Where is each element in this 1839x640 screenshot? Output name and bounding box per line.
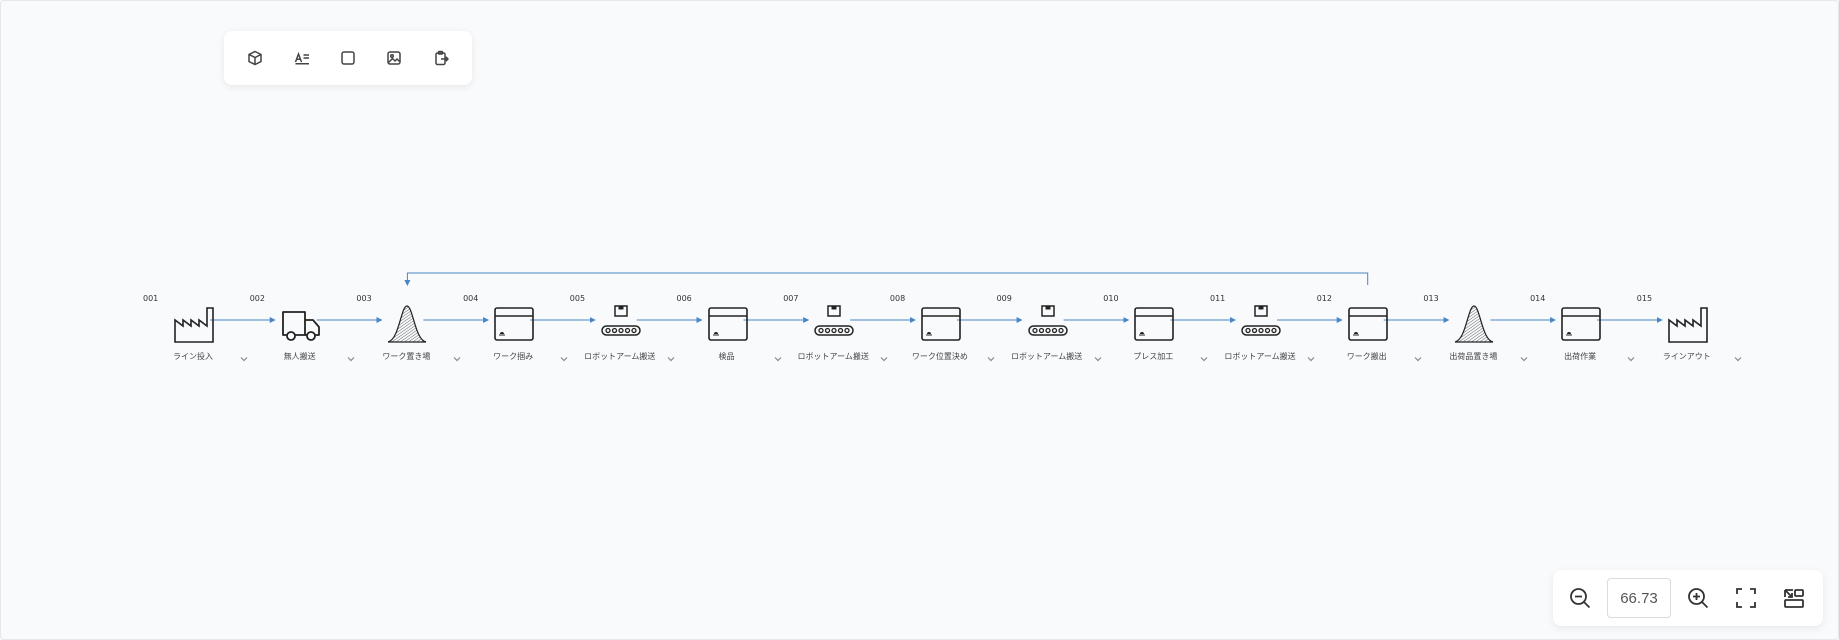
- node-label: ロボットアーム搬送: [1224, 352, 1296, 361]
- node-number: 013: [1423, 294, 1439, 303]
- process-icon: [1347, 304, 1388, 344]
- zoom-controls: [1553, 570, 1823, 626]
- buffer-icon: [387, 304, 427, 344]
- flow-node[interactable]: 015 ラインアウト: [1636, 292, 1742, 362]
- flow-node[interactable]: 003 ワーク置き場: [356, 292, 461, 362]
- chevron-down-icon[interactable]: [1413, 349, 1423, 362]
- process-icon: [707, 304, 748, 344]
- process-icon: [494, 304, 534, 344]
- truck-icon: [281, 304, 321, 344]
- node-label: ワーク掴み: [493, 352, 534, 361]
- fullscreen-button[interactable]: [1725, 577, 1767, 619]
- export-button[interactable]: [425, 42, 457, 74]
- square-icon: [341, 51, 355, 65]
- node-number: 004: [463, 294, 479, 303]
- node-label: ワーク置き場: [382, 352, 431, 361]
- process-icon: [1134, 304, 1175, 344]
- flow-node[interactable]: 004 ワーク掴み: [463, 292, 568, 362]
- node-label: ロボットアーム搬送: [584, 352, 656, 361]
- node-number: 015: [1636, 294, 1653, 303]
- node-number: 001: [143, 294, 159, 303]
- fit-view-button[interactable]: [1773, 577, 1815, 619]
- add-object-button[interactable]: [239, 42, 271, 74]
- flow-node[interactable]: 010 プレス加工: [1103, 292, 1208, 362]
- editor-toolbar: [224, 31, 472, 85]
- node-number: 009: [996, 294, 1012, 303]
- flow-node[interactable]: 001 ライン投入: [143, 292, 248, 362]
- node-label: ロボットアーム搬送: [797, 352, 869, 361]
- add-image-button[interactable]: [378, 42, 410, 74]
- flow-node[interactable]: 012 ワーク搬出: [1316, 292, 1422, 362]
- flow-node[interactable]: 011 ロボットアーム搬送: [1210, 292, 1315, 362]
- node-number: 007: [783, 294, 799, 303]
- chevron-down-icon[interactable]: [879, 349, 889, 362]
- loopback-connector: [404, 272, 1369, 286]
- node-number: 005: [569, 294, 586, 303]
- flow-node[interactable]: 009 ロボットアーム搬送: [996, 292, 1102, 362]
- zoom-out-icon: [1570, 588, 1591, 609]
- node-label: ラインアウト: [1662, 352, 1711, 361]
- flow-node[interactable]: 007 ロボットアーム搬送: [783, 292, 888, 362]
- conveyor-icon: [1027, 304, 1068, 344]
- text-format-icon: [294, 51, 309, 65]
- zoom-in-icon: [1688, 588, 1709, 609]
- chevron-down-icon[interactable]: [1306, 349, 1316, 362]
- process-icon: [921, 304, 961, 344]
- process-icon: [1561, 304, 1601, 344]
- image-icon: [387, 51, 402, 65]
- node-label: ワーク位置決め: [911, 352, 968, 361]
- node-number: 006: [676, 294, 692, 303]
- node-label: 検品: [718, 352, 735, 361]
- node-number: 002: [249, 294, 265, 303]
- chevron-down-icon[interactable]: [1199, 349, 1209, 362]
- node-number: 003: [356, 294, 372, 303]
- clipboard-export-icon: [435, 50, 449, 66]
- node-label: ライン投入: [173, 352, 213, 361]
- buffer-icon: [1454, 304, 1494, 344]
- chevron-down-icon[interactable]: [559, 349, 569, 362]
- flow-node[interactable]: 002 無人搬送: [249, 292, 355, 362]
- factory-icon: [1667, 304, 1708, 344]
- factory-icon: [174, 304, 214, 344]
- chevron-down-icon[interactable]: [1733, 349, 1743, 362]
- node-label: 出荷品置き場: [1449, 352, 1498, 361]
- chevron-down-icon[interactable]: [346, 349, 356, 362]
- chevron-down-icon[interactable]: [1093, 349, 1103, 362]
- flow-node[interactable]: 005 ロボットアーム搬送: [569, 292, 675, 362]
- zoom-out-button[interactable]: [1559, 577, 1601, 619]
- fullscreen-icon: [1736, 588, 1756, 608]
- add-shape-button[interactable]: [332, 42, 364, 74]
- flow-node[interactable]: 006 検品: [676, 292, 781, 362]
- chevron-down-icon[interactable]: [986, 349, 996, 362]
- node-label: プレス加工: [1133, 352, 1174, 361]
- conveyor-icon: [1241, 304, 1281, 344]
- chevron-down-icon[interactable]: [1626, 349, 1636, 362]
- node-number: 012: [1316, 294, 1332, 303]
- chevron-down-icon[interactable]: [1519, 349, 1529, 362]
- add-text-button[interactable]: [286, 42, 318, 74]
- flow-node[interactable]: 014 出荷作業: [1530, 292, 1635, 362]
- node-number: 011: [1210, 294, 1226, 303]
- chevron-down-icon[interactable]: [773, 349, 783, 362]
- conveyor-icon: [814, 304, 854, 344]
- node-number: 010: [1103, 294, 1119, 303]
- conveyor-icon: [601, 304, 641, 344]
- node-number: 014: [1530, 294, 1546, 303]
- node-label: 無人搬送: [283, 352, 316, 361]
- flow-node[interactable]: 008 ワーク位置決め: [889, 292, 995, 362]
- node-number: 008: [889, 294, 906, 303]
- cube-icon: [248, 50, 262, 66]
- fit-view-icon: [1784, 589, 1804, 608]
- node-label: ワーク搬出: [1346, 352, 1387, 361]
- chevron-down-icon[interactable]: [666, 349, 676, 362]
- zoom-in-button[interactable]: [1677, 577, 1719, 619]
- chevron-down-icon[interactable]: [452, 349, 462, 362]
- node-label: 出荷作業: [1564, 352, 1597, 361]
- zoom-level-input[interactable]: [1607, 578, 1671, 618]
- node-label: ロボットアーム搬送: [1010, 352, 1083, 361]
- chevron-down-icon[interactable]: [239, 349, 249, 362]
- flow-node[interactable]: 013 出荷品置き場: [1423, 292, 1528, 362]
